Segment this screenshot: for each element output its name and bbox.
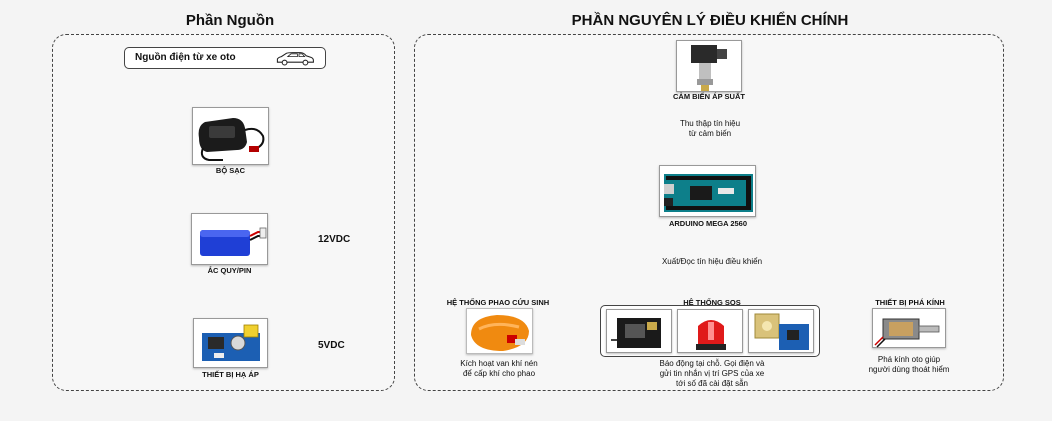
gps-module-icon [754, 313, 809, 350]
converter-label: THIẾT BỊ HẠ ÁP [202, 370, 259, 379]
battery-label: ẮC QUY/PIN [207, 266, 252, 275]
sos-device-group [600, 305, 820, 357]
float-image [466, 308, 533, 354]
gsm-module-icon [611, 318, 661, 348]
float-note-line-2: để cấp khí cho phao [462, 369, 536, 378]
sos-system-note: Báo động tại chỗ. Gọi điện và gửi tin nh… [624, 359, 800, 389]
sos-note-line-3: tới số đã cài đặt sẵn [676, 379, 748, 388]
glass-breaker-title: THIẾT BỊ PHÁ KÍNH [875, 298, 945, 307]
gsm-module-image [606, 309, 672, 353]
collect-signal-note: Thu thập tín hiệu từ cảm biến [650, 119, 770, 139]
sos-system-title: HỆ THỐNG SOS [683, 298, 741, 307]
float-note-line-1: Kích hoạt van khí nén [460, 359, 538, 368]
float-system-title: HỆ THỐNG PHAO CỨU SINH [446, 298, 550, 307]
charger-image [192, 107, 269, 165]
battery-image [191, 213, 268, 265]
collect-signal-note-line-2: từ cảm biến [688, 129, 732, 138]
power-section-title: Phần Nguồn [185, 12, 275, 29]
charger-label: BỘ SẠC [215, 166, 246, 175]
charger-icon [198, 118, 265, 161]
car-icon [276, 52, 314, 66]
arduino-board-icon [664, 174, 753, 212]
glass-breaker-image [872, 308, 946, 348]
car-power-source-label: Nguồn điện từ xe oto [135, 52, 236, 63]
breaker-note-line-2: người dùng thoát hiểm [868, 365, 950, 374]
life-float-icon [471, 315, 529, 351]
io-signal-note: Xuất/Đọc tín hiệu điều khiển [661, 257, 763, 266]
gps-module-image [748, 309, 814, 353]
converter-voltage: 5VDC [318, 340, 345, 351]
siren-icon [696, 320, 726, 350]
sos-note-line-1: Báo động tại chỗ. Gọi điện và [659, 359, 765, 368]
battery-icon [200, 227, 267, 256]
pressure-sensor-label: CẢM BIẾN ÁP SUẤT [673, 92, 745, 101]
float-system-note: Kích hoạt van khí nén để cấp khí cho pha… [436, 359, 562, 379]
converter-image [193, 318, 268, 368]
breaker-note-line-1: Phá kính oto giúp [877, 355, 941, 364]
converter-board-icon [202, 324, 260, 361]
car-power-source-box: Nguồn điện từ xe oto [124, 47, 326, 69]
pressure-sensor-icon [691, 45, 727, 91]
sos-note-line-2: gửi tin nhắn vị trí GPS của xe [659, 369, 765, 378]
arduino-label: ARDUINO MEGA 2560 [668, 219, 748, 228]
pressure-sensor-image [676, 40, 742, 92]
siren-image [677, 309, 743, 353]
control-section-title: PHẦN NGUYÊN LÝ ĐIỀU KHIỂN CHÍNH [571, 12, 849, 29]
arduino-image [659, 165, 756, 217]
battery-voltage: 12VDC [318, 234, 351, 245]
solenoid-icon [874, 318, 940, 348]
glass-breaker-note: Phá kính oto giúp người dùng thoát hiểm [850, 355, 968, 375]
collect-signal-note-line-1: Thu thập tín hiệu [679, 119, 741, 128]
